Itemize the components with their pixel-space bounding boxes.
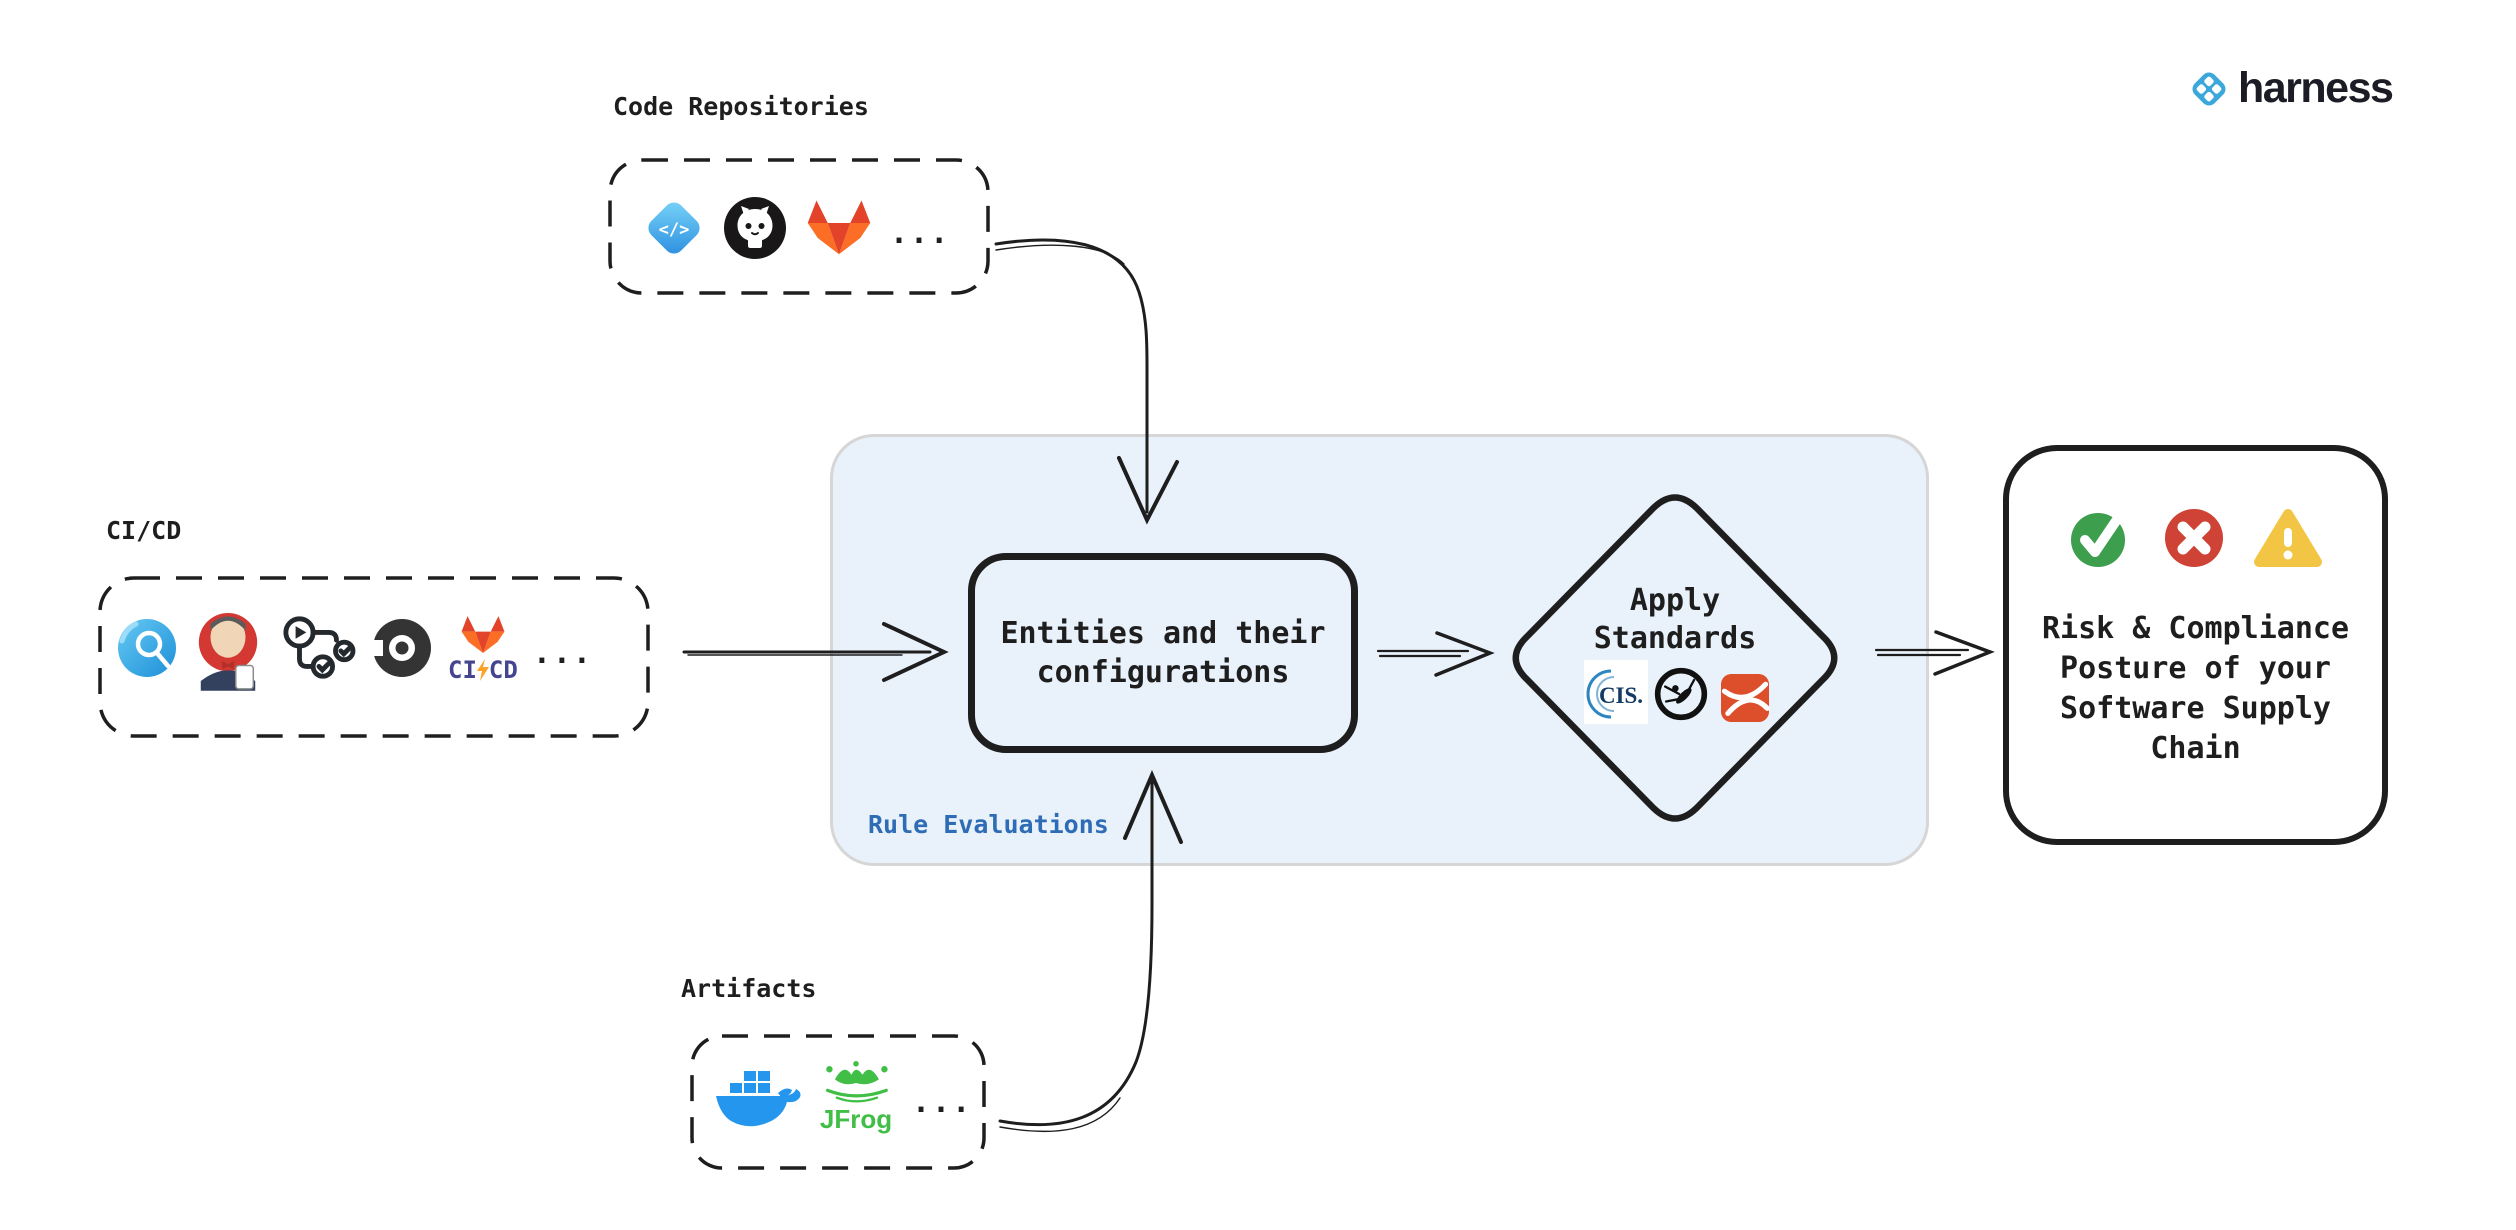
azure-repos-icon: </>	[648, 202, 700, 254]
artifacts-to-entities-arrow	[998, 769, 1183, 1133]
code-repos-to-entities-arrow	[994, 238, 1179, 525]
harness-wordmark: harness	[2238, 64, 2394, 112]
cis-text: CIS.	[1599, 683, 1643, 708]
cicd-icon-row: CI CD ...	[116, 598, 593, 698]
rule-evaluations-label: Rule Evaluations	[868, 810, 1109, 839]
cicd-more: ...	[532, 636, 593, 671]
cicd-to-entities-arrow	[682, 622, 949, 682]
harness-ci-icon	[118, 619, 176, 677]
lightning-bolt-icon	[476, 659, 489, 681]
jfrog-icon: JFrog	[814, 1060, 898, 1134]
apply-standards-diamond	[1512, 494, 1838, 822]
artifacts-icon-row: JFrog ...	[712, 1052, 972, 1142]
warning-icon	[2253, 509, 2322, 567]
code-repositories-dashed-box	[608, 158, 990, 295]
harness-mark-icon	[2192, 72, 2226, 105]
orange-standard-icon	[1721, 674, 1770, 722]
code-repositories-icon-row: </> ...	[642, 192, 950, 264]
gitlab-cicd-text: CI CD	[448, 658, 518, 682]
code-repositories-more: ...	[890, 216, 951, 251]
artifacts-more: ...	[912, 1085, 973, 1120]
outcome-text: Risk & Compliance Posture of your Softwa…	[2041, 611, 2350, 766]
cicd-label: CI/CD	[106, 516, 182, 545]
standards-to-outcome-arrow	[1874, 630, 1995, 676]
gitlab-cicd-icon: CI CD	[448, 614, 518, 682]
circleci-icon	[371, 619, 431, 677]
code-repositories-label: Code Repositories	[613, 92, 869, 121]
gitlab-cd-text: CD	[488, 656, 518, 684]
harness-logo: harness	[2186, 64, 2394, 113]
jenkins-icon	[198, 613, 258, 691]
entities-to-standards-arrow	[1376, 631, 1495, 677]
gitlab-fox-icon	[461, 616, 505, 653]
github-icon	[724, 197, 786, 259]
status-icon-row	[2069, 507, 2323, 569]
entities-text: Entities and their configurations	[1000, 616, 1326, 690]
gitlab-icon	[807, 200, 871, 255]
artifacts-label: Artifacts	[681, 974, 817, 1003]
owasp-icon	[1653, 666, 1709, 722]
jfrog-splash-icon	[825, 1060, 888, 1103]
gitlab-ci-text: CI	[448, 656, 477, 684]
cross-icon	[2164, 509, 2223, 567]
cis-icon: CIS.	[1584, 660, 1648, 724]
jfrog-wordmark: JFrog	[819, 1103, 893, 1134]
docker-icon	[716, 1071, 801, 1127]
azure-repos-glyph: </>	[659, 220, 690, 240]
outcome-box: Risk & Compliance Posture of your Softwa…	[2003, 445, 2388, 845]
artifacts-dashed-box	[690, 1034, 986, 1170]
apply-standards-line1: Apply	[1629, 583, 1721, 618]
github-actions-icon	[283, 616, 356, 679]
check-icon	[2070, 510, 2125, 567]
entities-box: Entities and their configurations	[968, 553, 1358, 753]
apply-standards-line2: Standards	[1593, 621, 1757, 656]
